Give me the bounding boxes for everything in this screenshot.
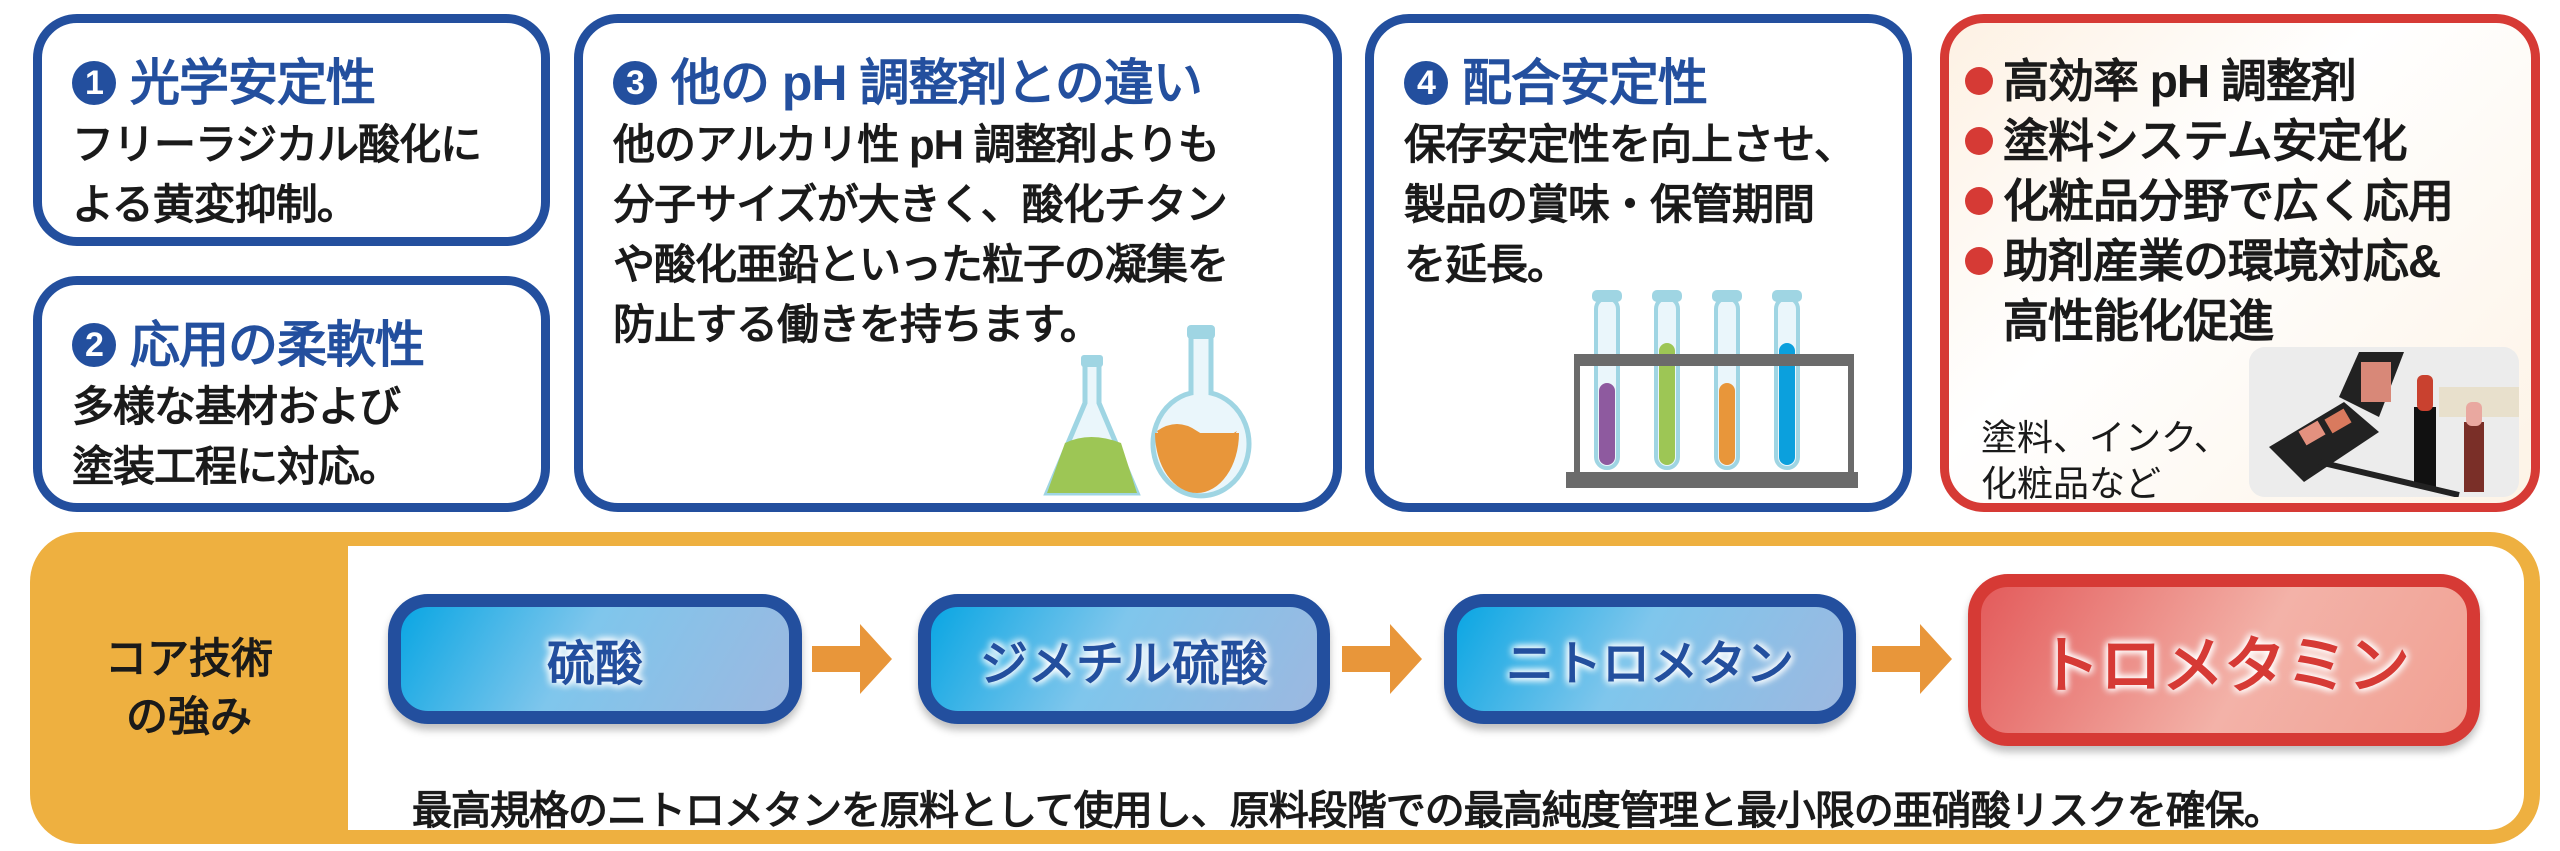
arrow-right-icon bbox=[812, 624, 892, 694]
body-line: フリーラジカル酸化に bbox=[72, 121, 482, 168]
process-flow: 硫酸 ジメチル硫酸 ニトロメタン トロメタミン 最高規格のニトロメタンを原料とし… bbox=[348, 546, 2524, 833]
step-sulfuric-acid: 硫酸 bbox=[388, 594, 802, 724]
highlight-item: 助剤産業の環境対応& bbox=[1965, 231, 2453, 291]
highlights-card: 高効率 pH 調整剤 塗料システム安定化 化粧品分野で広く応用 助剤産業の環境対… bbox=[1940, 14, 2540, 512]
core-technology-description: 最高規格のニトロメタンを原料として使用し、原料段階での最高純度管理と最小限の亜硝… bbox=[412, 789, 2284, 833]
card-title: 3 他の pH 調整剤との違い bbox=[613, 43, 1203, 115]
body-line: 分子サイズが大きく、酸化チタン bbox=[613, 181, 1228, 228]
body-line: よる黄変抑制。 bbox=[72, 181, 359, 228]
applications-caption: 塗料、インク、化粧品など bbox=[1981, 415, 2230, 507]
arrow-right-icon bbox=[1872, 624, 1952, 694]
test-tubes-illustration-icon bbox=[1566, 290, 1858, 488]
caption-line: 化粧品など bbox=[1981, 463, 2162, 504]
label-line: の強み bbox=[125, 693, 252, 740]
highlight-text: 助剤産業の環境対応& bbox=[2003, 235, 2441, 287]
highlights-list: 高効率 pH 調整剤 塗料システム安定化 化粧品分野で広く応用 助剤産業の環境対… bbox=[1965, 51, 2454, 351]
card-title-text: 他の pH 調整剤との違い bbox=[671, 55, 1203, 111]
flask-illustration-icon bbox=[1043, 325, 1252, 499]
cosmetics-image-icon bbox=[2249, 347, 2519, 497]
card-title: 1 光学安定性 bbox=[72, 43, 376, 115]
cosmetics-photo bbox=[2249, 347, 2519, 497]
body-line: 多様な基材および bbox=[72, 383, 401, 430]
step-dimethyl-sulfate: ジメチル硫酸 bbox=[918, 594, 1330, 724]
card-title-text: 光学安定性 bbox=[130, 55, 376, 111]
card-title-text: 配合安定性 bbox=[1462, 55, 1708, 111]
feature-card-optical-stability: 1 光学安定性 フリーラジカル酸化による黄変抑制。 bbox=[33, 14, 550, 246]
feature-card-formulation-stability: 4 配合安定性 保存安定性を向上させ、 製品の賞味・保管期間 を延長。 bbox=[1365, 14, 1912, 512]
card-title: 2 応用の柔軟性 bbox=[72, 305, 425, 377]
body-line: 塗装工程に対応。 bbox=[72, 443, 401, 490]
number-badge: 2 bbox=[72, 322, 116, 367]
highlight-text: 塗料システム安定化 bbox=[2003, 115, 2408, 167]
body-line: を延長。 bbox=[1404, 241, 1569, 288]
feature-card-difference: 3 他の pH 調整剤との違い 他のアルカリ性 pH 調整剤よりも 分子サイズが大… bbox=[574, 14, 1342, 512]
body-line: 防止する働きを持ちます。 bbox=[613, 301, 1102, 348]
card-body: 多様な基材および塗装工程に対応。 bbox=[72, 377, 401, 497]
feature-card-application-flexibility: 2 応用の柔軟性 多様な基材および塗装工程に対応。 bbox=[33, 276, 550, 512]
card-title: 4 配合安定性 bbox=[1404, 43, 1708, 115]
number-badge: 1 bbox=[72, 60, 116, 105]
bullet-icon bbox=[1965, 246, 1993, 275]
arrow-right-icon bbox=[1342, 624, 1422, 694]
bullet-icon bbox=[1965, 186, 1993, 215]
card-body: 他のアルカリ性 pH 調整剤よりも 分子サイズが大きく、酸化チタン や酸化亜鉛と… bbox=[613, 115, 1229, 355]
highlight-item-continued: 高性能化促進 bbox=[2003, 295, 2274, 347]
highlight-item: 高効率 pH 調整剤 bbox=[1965, 51, 2453, 111]
card-title-text: 応用の柔軟性 bbox=[130, 317, 425, 373]
number-badge: 4 bbox=[1404, 60, 1448, 105]
body-line: や酸化亜鉛といった粒子の凝集を bbox=[613, 241, 1229, 288]
core-technology-label: コア技術の強み bbox=[30, 532, 348, 844]
label-line: コア技術 bbox=[104, 635, 273, 682]
body-line: 他のアルカリ性 pH 調整剤よりも bbox=[613, 121, 1220, 168]
highlight-item: 化粧品分野で広く応用 bbox=[1965, 171, 2454, 231]
highlight-item: 塗料システム安定化 bbox=[1965, 111, 2453, 171]
highlight-text: 高効率 pH 調整剤 bbox=[2003, 55, 2357, 107]
card-body: 保存安定性を向上させ、 製品の賞味・保管期間 を延長。 bbox=[1404, 115, 1856, 295]
step-nitromethane: ニトロメタン bbox=[1444, 594, 1856, 724]
card-body: フリーラジカル酸化による黄変抑制。 bbox=[72, 115, 482, 235]
body-line: 保存安定性を向上させ、 bbox=[1404, 121, 1856, 168]
caption-line: 塗料、インク、 bbox=[1981, 417, 2230, 458]
bullet-icon bbox=[1965, 126, 1993, 155]
number-badge: 3 bbox=[613, 60, 657, 105]
step-tromethamine: トロメタミン bbox=[1968, 574, 2480, 746]
highlight-text: 化粧品分野で広く応用 bbox=[2003, 175, 2454, 227]
core-technology-panel: コア技術の強み 硫酸 ジメチル硫酸 ニトロメタン トロメタミン 最高規格のニトロ… bbox=[30, 532, 2540, 844]
body-line: 製品の賞味・保管期間 bbox=[1404, 181, 1815, 228]
bullet-icon bbox=[1965, 66, 1993, 95]
